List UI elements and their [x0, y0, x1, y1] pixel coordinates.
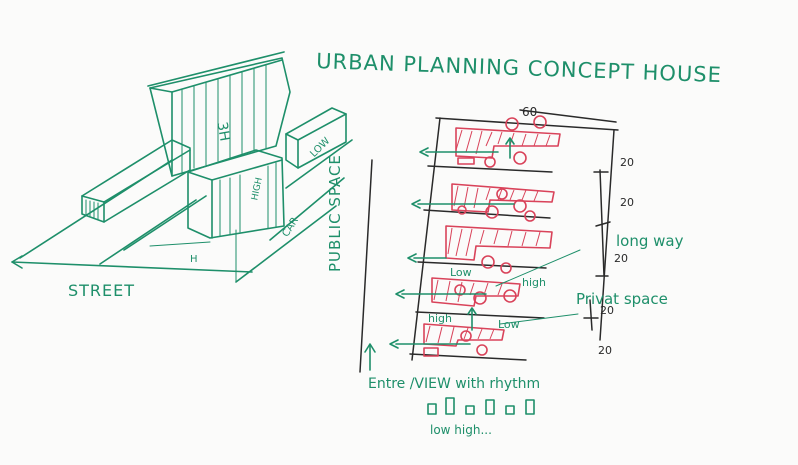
house-unit-1 [455, 127, 561, 165]
house-unit-2 [451, 183, 555, 215]
sketch-title: URBAN PLANNING CONCEPT HOUSE [316, 49, 722, 87]
entry-arrows [364, 137, 581, 371]
label-low-a: Low [450, 266, 472, 279]
site-boundary [359, 117, 619, 373]
low-high-note: low high... [430, 423, 492, 437]
dim-5: 20 [598, 344, 612, 357]
dim-4: 20 [600, 304, 614, 317]
rhythm-glyphs [427, 397, 535, 415]
long-way-label: long way [616, 232, 684, 250]
entre-view-note: Entre /VIEW with rhythm [368, 376, 540, 392]
public-space-label: PUBLIC SPACE [326, 154, 344, 272]
block-high: HIGH [187, 149, 285, 239]
dim-1: 20 [620, 156, 634, 169]
massing-axonometric: 3H HIGH [11, 51, 353, 300]
dim-top: 60 [522, 105, 537, 119]
house-unit-4 [431, 277, 521, 307]
privat-space-label: Privat space [576, 290, 668, 308]
label-high-b: high [428, 312, 452, 325]
block-3h-label: 3H [213, 121, 232, 143]
block-left [81, 139, 191, 223]
label-low-b: Low [498, 318, 520, 331]
dim-2: 20 [620, 196, 634, 209]
block-high-label: HIGH [250, 177, 265, 202]
dim-3: 20 [614, 252, 628, 265]
h-dim-label: H [190, 254, 198, 265]
site-plan: 60 20 20 20 20 20 long way Privat space … [359, 105, 684, 373]
block-3h: 3H [147, 51, 291, 177]
house-unit-3 [445, 225, 553, 261]
trees [454, 115, 547, 356]
label-high-a: high [522, 276, 546, 289]
street-label: STREET [68, 281, 135, 300]
dimension-chain: 60 20 20 20 20 20 [519, 105, 634, 357]
